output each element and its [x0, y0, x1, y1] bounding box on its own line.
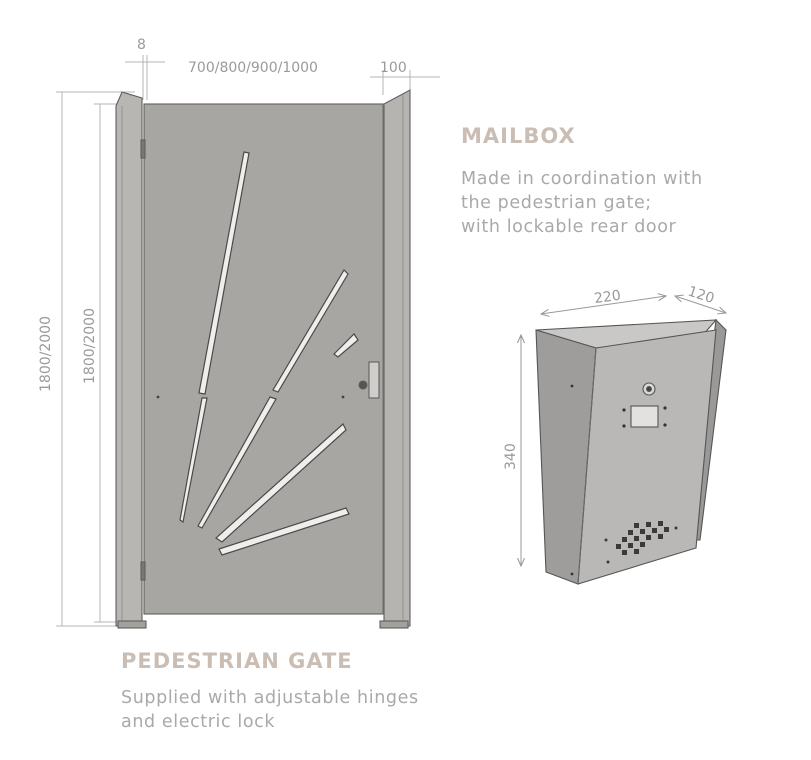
gate-height-dimension-label: 1800/2000	[82, 308, 98, 384]
left-post-foot	[117, 620, 147, 629]
mailbox-description-line: with lockable rear door	[461, 217, 677, 237]
mailbox-description-line: Made in coordination with	[461, 169, 703, 189]
lock-keyhole	[358, 380, 368, 390]
mailbox-height-label: 340	[503, 443, 519, 470]
overall-height-dimension-label: 1800/2000	[38, 316, 54, 392]
lower-hinge	[140, 561, 146, 581]
gate-panel	[143, 103, 384, 615]
gate-width-dimension-label: 700/800/900/1000	[188, 60, 318, 76]
mailbox-name-plate	[630, 405, 659, 428]
gap-dimension-label: 8	[137, 37, 146, 53]
mailbox-depth-label: 120	[686, 284, 716, 307]
slot	[179, 397, 208, 523]
mailbox-drawing	[535, 318, 727, 585]
mailbox-vents	[604, 521, 678, 564]
mailbox-title: MAILBOX	[461, 124, 576, 148]
slot	[198, 151, 250, 395]
mailbox-description-line: the pedestrian gate;	[461, 193, 652, 213]
left-post	[115, 91, 143, 627]
upper-hinge	[140, 139, 146, 159]
mailbox-front	[577, 329, 717, 585]
post-width-dimension-label: 100	[380, 60, 407, 76]
pedestrian-gate-title: PEDESTRIAN GATE	[121, 649, 353, 673]
right-post	[383, 89, 411, 627]
mailbox-description: Made in coordination with the pedestrian…	[461, 167, 703, 239]
mailbox-width-label: 220	[593, 288, 622, 308]
lock-plate	[368, 361, 380, 399]
gate-description-line: and electric lock	[121, 712, 276, 732]
slot	[272, 269, 349, 393]
right-post-foot	[379, 620, 409, 629]
gate-description-line: Supplied with adjustable hinges	[121, 688, 419, 708]
pedestrian-gate-description: Supplied with adjustable hinges and elec…	[121, 686, 419, 734]
gate-dimensions	[56, 55, 440, 627]
slot	[333, 333, 359, 358]
slot	[218, 507, 350, 556]
mailbox-dimensions	[521, 296, 726, 566]
pedestrian-gate-drawing	[115, 89, 411, 629]
sunburst-slots	[179, 151, 359, 556]
slot	[197, 396, 277, 529]
slot	[215, 423, 347, 543]
